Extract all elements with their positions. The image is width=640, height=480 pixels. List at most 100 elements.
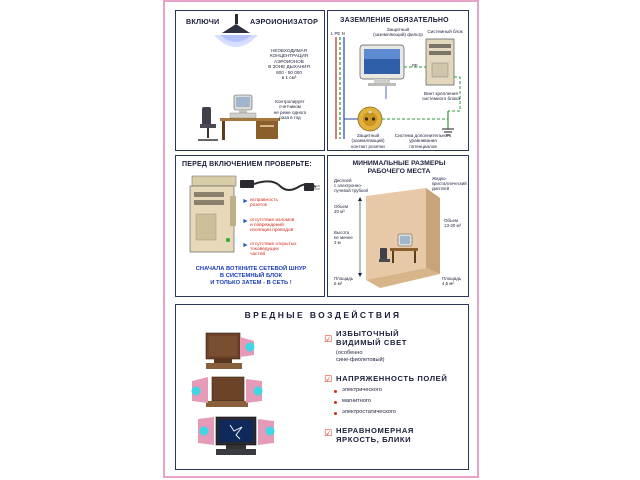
item1-line: ИЗБЫТОЧНЫЙ <box>336 329 400 338</box>
concentration-line: в 1 см³ <box>281 75 297 81</box>
label-wire-line: потенциалов <box>409 143 437 149</box>
item2-sub: электрического <box>342 387 382 393</box>
check-text: исправность розеток <box>250 198 278 209</box>
control-line: не реже одного <box>273 109 307 115</box>
area-crt-line: 6 м² <box>334 281 343 287</box>
panel-grounding-title: ЗАЗЕМЛЕНИЕ ОБЯЗАТЕЛЬНО <box>340 17 449 24</box>
panel-harmful-title: ВРЕДНЫЕ ВОЗДЕЙСТВИЯ <box>244 310 402 320</box>
panel-workspace-title: МИНИМАЛЬНЫЕ РАЗМЕРЫ РАБОЧЕГО МЕСТА <box>328 160 468 176</box>
lcd-label-line: дисплей <box>432 186 450 192</box>
crt-label: Дисплей с электронно- лучевой трубкой <box>334 178 368 194</box>
volume-crt-line: 20 м³ <box>334 209 345 215</box>
check-arrow-icon: ► <box>242 242 249 249</box>
area-lcd-line: 4,5 м² <box>442 281 454 287</box>
item2-sub: магнитного <box>342 398 372 404</box>
panel-harmful-effects: ВРЕДНЫЕ ВОЗДЕЙСТВИЯ <box>175 304 469 470</box>
concentration-line: 600 - 50 000 <box>276 69 302 75</box>
check-text: отсутствие открытых токоведущих частей <box>250 242 297 258</box>
volume-lcd: Объем 13-20 м³ <box>444 218 461 228</box>
area-crt: Площадь 6 м² <box>334 276 353 286</box>
crt-label-line: лучевой трубкой <box>334 188 368 194</box>
grounding-diagram <box>335 37 461 139</box>
lcd-label: Жидко- кристаллический дисплей <box>432 176 467 192</box>
check-arrow-icon: ► <box>242 218 249 225</box>
checkbox-checked-icon: ☑ <box>324 428 333 438</box>
label-contact-line: Защитный <box>356 133 380 138</box>
label-wire: Система дополнительного уравнивания поте… <box>392 133 454 149</box>
control-text: Контролирует счетчиком не реже одного ра… <box>264 99 316 121</box>
warning-line: В СИСТЕМНЫЙ БЛОК <box>219 273 283 279</box>
item1-line: ВИДИМЫЙ СВЕТ <box>336 337 408 347</box>
volume-crt: Объем 20 м³ <box>334 204 348 214</box>
height-label: Высота не менее 3 м <box>334 230 353 246</box>
control-line: раза в год <box>279 115 301 121</box>
concentration-line: В ЗОНЕ ДЫХАНИЯ <box>268 64 310 70</box>
area-lcd-line: Площадь <box>442 276 462 281</box>
volume-lcd-line: 13-20 м³ <box>444 223 461 229</box>
panel-ionizer: ВКЛЮЧИ АЭРОИОНИЗАТОР НЕОБХОДИМАЯ КОН <box>175 10 325 151</box>
label-contact: Защитный (заземляющий) контакт розетки <box>346 133 390 149</box>
height-line: 3 м <box>334 240 341 246</box>
concentration-line: НЕОБХОДИМАЯ <box>271 48 307 53</box>
label-wire-line: Система дополнительного <box>394 133 452 138</box>
label-screen-line: (заземляющий) фильтр <box>373 32 423 38</box>
concentration-line: КОНЦЕНТРАЦИЯ <box>270 53 308 59</box>
control-line: Контролирует <box>275 99 305 104</box>
ionizer-lamp-icon <box>198 14 280 141</box>
label-case-line: системного блока <box>422 96 460 102</box>
concentration-text: НЕОБХОДИМАЯ КОНЦЕНТРАЦИЯ АЭРОИОНОВ В ЗОН… <box>260 48 318 80</box>
label-screen-line: Защитный <box>386 27 410 32</box>
label-lpen: L PE N <box>331 31 345 36</box>
red-dot-icon <box>334 401 337 404</box>
label-case-line: Винт крепления <box>424 91 458 96</box>
safety-poster: ВКЛЮЧИ АЭРОИОНИЗАТОР НЕОБХОДИМАЯ КОН <box>163 0 479 478</box>
harmful-illustration <box>191 332 275 455</box>
item1-note-line: (особенно <box>336 350 363 356</box>
item3-line: НЕРАВНОМЕРНАЯ <box>336 426 414 435</box>
warning-text: СНАЧАЛА ВОТКНИТЕ СЕТЕВОЙ ШНУР В СИСТЕМНЫ… <box>180 266 322 287</box>
panel-ionizer-title-left: ВКЛЮЧИ <box>186 17 220 26</box>
lcd-label-line: кристаллический <box>432 181 467 187</box>
lcd-label-line: Жидко- <box>432 176 447 181</box>
label-pe: PE <box>412 63 418 68</box>
item1-note: (особенно сине-фиолетовый) <box>336 350 384 364</box>
check-arrow-icon: ► <box>242 198 249 205</box>
item3-title: НЕРАВНОМЕРНАЯ ЯРКОСТЬ, БЛИКИ <box>336 426 414 444</box>
area-crt-line: Площадь <box>334 276 354 281</box>
red-dot-icon <box>334 390 337 393</box>
workspace-title-line: РАБОЧЕГО МЕСТА <box>367 168 431 175</box>
label-system-unit: Системный блок <box>427 29 463 34</box>
workspace-title-line: МИНИМАЛЬНЫЕ РАЗМЕРЫ <box>352 160 446 167</box>
item1-title: ИЗБЫТОЧНЫЙ ВИДИМЫЙ СВЕТ <box>336 329 408 347</box>
crt-label-line: с электронно- <box>334 183 363 189</box>
item1-note-line: сине-фиолетовый) <box>336 357 385 363</box>
panel-grounding: ЗАЗЕМЛЕНИЕ ОБЯЗАТЕЛЬНО <box>327 10 469 151</box>
label-contact-line: контакт розетки <box>351 143 385 149</box>
red-dot-icon <box>334 412 337 415</box>
warning-line: СНАЧАЛА ВОТКНИТЕ СЕТЕВОЙ ШНУР <box>195 266 307 272</box>
label-wire-line: уравнивания <box>409 138 437 144</box>
panel-checks-title: ПЕРЕД ВКЛЮЧЕНИЕМ ПРОВЕРЬТЕ: <box>182 161 312 168</box>
panel-checks: ПЕРЕД ВКЛЮЧЕНИЕМ ПРОВЕРЬТЕ: ► исправност… <box>175 155 325 297</box>
item2-sub: электростатического <box>342 409 396 415</box>
room-illustration <box>358 188 440 288</box>
label-contact-line: (заземляющий) <box>351 138 385 144</box>
label-case-screw: Винт крепления системного блока <box>416 91 466 102</box>
height-line: не менее <box>334 235 353 241</box>
check-text: отсутствие изломов и повреждений изоляци… <box>250 218 295 234</box>
volume-lcd-line: Объем <box>444 218 458 223</box>
height-line: Высота <box>334 230 350 235</box>
control-line: счетчиком <box>279 104 301 110</box>
label-screen-filter: Защитный (заземляющий) фильтр <box>372 27 424 38</box>
panel-workspace: МИНИМАЛЬНЫЕ РАЗМЕРЫ РАБОЧЕГО МЕСТА Диспл… <box>327 155 469 297</box>
checkbox-checked-icon: ☑ <box>324 334 333 344</box>
volume-crt-line: Объем <box>334 204 348 209</box>
panel-ionizer-title-right: АЭРОИОНИЗАТОР <box>250 17 319 26</box>
warning-line: И ТОЛЬКО ЗАТЕМ - В СЕТЬ ! <box>210 280 292 286</box>
area-lcd: Площадь 4,5 м² <box>442 276 461 286</box>
concentration-line: АЭРОИОНОВ <box>274 58 304 64</box>
item3-line: ЯРКОСТЬ, БЛИКИ <box>336 434 412 444</box>
system-unit-illustration <box>189 175 320 253</box>
checkbox-checked-icon: ☑ <box>324 374 333 384</box>
crt-label-line: Дисплей <box>334 178 352 183</box>
